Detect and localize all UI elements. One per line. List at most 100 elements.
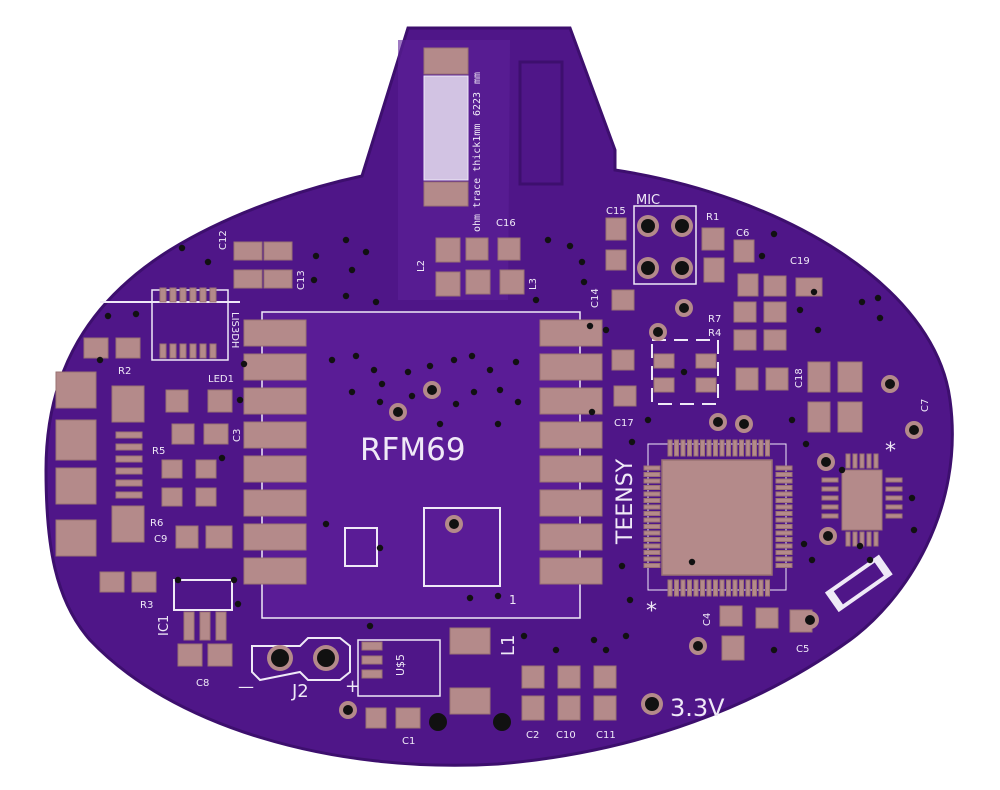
via-hole [814,326,822,334]
r4-pad [733,329,757,351]
via-hole [348,388,356,396]
via-hole [552,646,560,654]
via-hole [693,641,703,651]
via-hole [234,600,242,608]
rfm69-pad-left [243,353,307,381]
teensy-pin-top [680,439,686,457]
teensy-pin-bottom [700,579,705,597]
via-hole [908,494,916,502]
c15-pad [605,217,627,241]
c17-pad [613,385,637,407]
c4-pad [755,607,779,629]
via-hole [800,540,808,548]
via-hole [236,396,244,404]
usb-pad [111,385,145,423]
led1-pad [207,389,233,413]
c2-pad [521,695,545,721]
sensor-qfn-pad [841,469,883,531]
c6-pad [733,239,755,263]
via-hole [645,697,659,711]
sensor-pin [695,353,717,369]
lis3dh-pin [199,343,207,359]
teensy-pin-left [643,491,661,497]
c19-pad [795,277,823,297]
via-hole [739,419,749,429]
c10-pad [557,695,581,721]
via-hole [352,352,360,360]
usb-pin [115,479,143,487]
c4-pad [719,605,743,627]
lis3dh-pin [169,287,177,303]
voltage-label: 3.3V [670,694,725,722]
r3-pad [99,571,125,593]
teensy-pin-right [775,504,793,510]
via-hole [856,542,864,550]
via-hole [378,380,386,388]
l1-pad [449,627,491,655]
via-hole [602,326,610,334]
sensor-qfn-pin [866,453,872,469]
teensy-pin-left [643,511,661,516]
sensor-pin [695,377,717,393]
label-c8: C8 [196,678,209,689]
via-hole [590,636,598,644]
sensor-qfn-pin [845,453,851,469]
c18-pad [735,367,759,391]
sensor-pin [653,353,675,369]
lis3dh-pin [159,287,167,303]
via-hole [178,244,186,252]
via-hole [910,526,918,534]
via-hole [328,356,336,364]
via-hole [449,519,459,529]
j2-label: J2 [291,681,309,702]
via-hole [514,398,522,406]
usb-pad [55,519,97,557]
via-hole [874,294,882,302]
teensy-pin-left [643,524,661,529]
label-c11: C11 [596,730,616,741]
sensor-qfn-pin [873,453,879,469]
usb-pad [55,467,97,505]
via-hole [586,322,594,330]
teensy-pin-top [674,439,679,457]
star-marker-right: * [885,439,896,464]
via-hole [132,310,140,318]
via-hole [240,360,248,368]
sensor-qfn-pin [821,495,839,501]
teensy-pin-bottom [739,579,744,597]
c7-pad [807,401,831,433]
teensy-pin-right [775,517,793,523]
via-hole [486,366,494,374]
sensor-qfn-pin [885,513,903,519]
via-hole [823,531,833,541]
via-hole [520,632,528,640]
sensor-qfn-pin [873,531,879,547]
c18-pad [765,367,789,391]
via-hole [470,388,478,396]
c13-pad [263,269,293,289]
ic1-pin [183,611,195,641]
label-r1: R1 [706,212,719,223]
teensy-pin-top [700,439,705,457]
rfm69-pad-right [539,489,603,517]
r2-pad [83,337,109,359]
teensy-pin-top [713,439,718,457]
teensy-pin-right [775,511,793,516]
teensy-chip-pad [661,459,773,576]
via-hole [653,327,663,337]
j2-connector-outline [251,637,351,682]
via-hole [679,303,689,313]
label-c5: C5 [796,644,809,655]
usb-pad [111,505,145,543]
r2-pad [115,337,141,359]
sensor-qfn-pin [885,495,903,501]
sensor-qfn-pin [885,477,903,483]
sensor-pin [653,377,675,393]
star-marker-left: * [646,599,657,624]
sensor-qfn-pin [845,531,851,547]
teensy-pin-left [643,465,661,471]
via-hole [96,356,104,364]
label-c12: C12 [218,230,229,250]
teensy-pin-bottom [674,579,679,597]
